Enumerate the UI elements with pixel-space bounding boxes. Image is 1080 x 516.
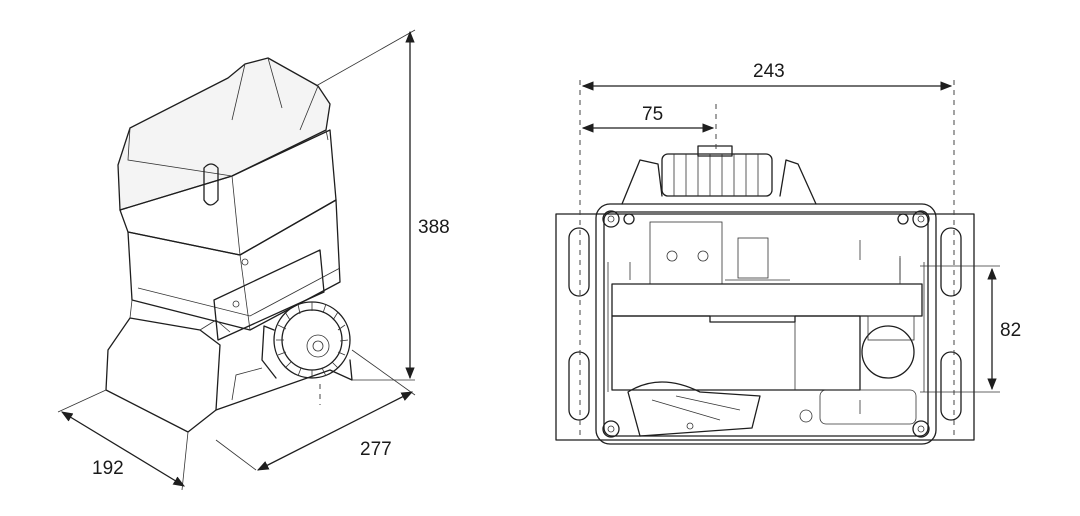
control-plate [649, 221, 723, 285]
dim-slot-pitch-label: 82 [1000, 320, 1021, 341]
pinion-gear [261, 301, 351, 379]
dim-height-label: 388 [418, 217, 450, 238]
cover-slot [203, 163, 219, 206]
dim-width-side-label: 192 [92, 458, 124, 479]
capacitor [861, 325, 915, 379]
circuit-board [611, 283, 923, 317]
limit-cam [627, 381, 761, 437]
top-pinion [661, 145, 773, 197]
top-view [555, 80, 1000, 445]
motor-block [611, 315, 861, 391]
corner-screws [602, 210, 930, 438]
gearbox-housing [595, 203, 937, 445]
relay-block [737, 237, 769, 279]
motor-base [105, 317, 221, 433]
dim-total-width-label: 243 [753, 61, 785, 82]
mounting-plate [555, 213, 975, 441]
mounting-slots [568, 227, 962, 421]
dim-depth-label: 277 [360, 439, 392, 460]
isometric-view [57, 29, 416, 491]
motor-cover-top [117, 57, 331, 211]
dim-axis-offset-label: 75 [642, 104, 663, 125]
body-band [213, 249, 325, 341]
